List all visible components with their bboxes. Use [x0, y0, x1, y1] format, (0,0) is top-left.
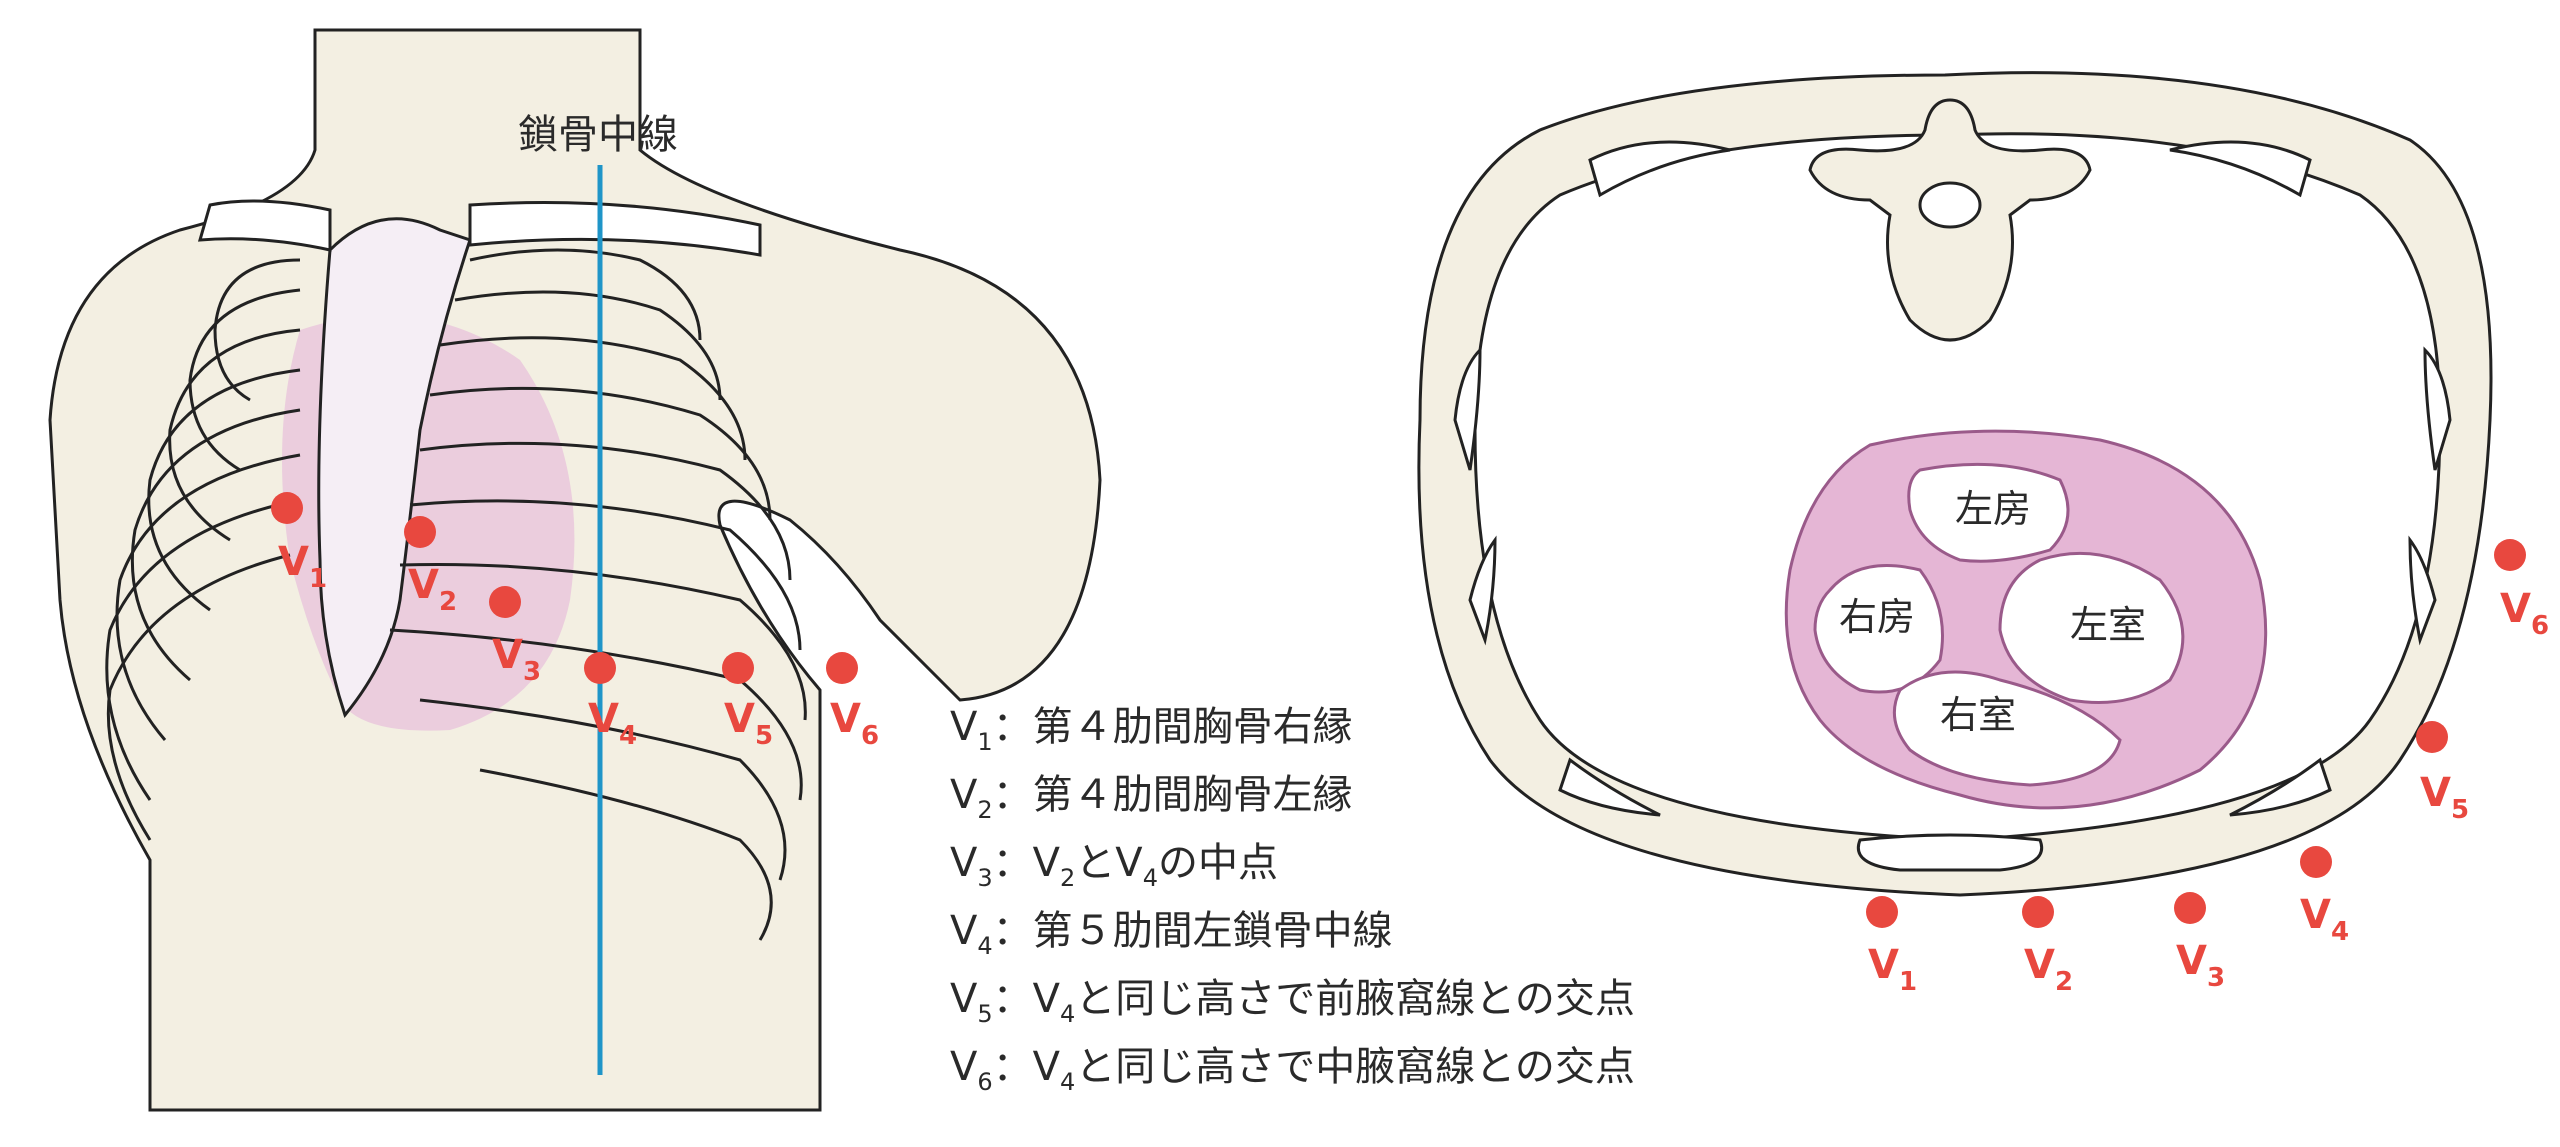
section-dot-v1 — [1866, 896, 1898, 928]
midclavicular-label: 鎖骨中線 — [518, 112, 678, 158]
desc-v3: V3：V2とV4の中点 — [950, 840, 1278, 892]
desc-v2: V2：第４肋間胸骨左縁 — [950, 772, 1353, 824]
lead-dot-v5 — [722, 652, 754, 684]
section-label-v6: V6 — [2500, 586, 2549, 641]
section-dot-v3 — [2174, 892, 2206, 924]
lead-dot-v4 — [584, 652, 616, 684]
section-label-v4: V4 — [2300, 892, 2349, 947]
desc-v1: V1：第４肋間胸骨右縁 — [950, 704, 1353, 756]
lead-dot-v2 — [404, 516, 436, 548]
section-dot-v2 — [2022, 896, 2054, 928]
left-ventricle — [1998, 551, 2185, 704]
lead-dot-v1 — [271, 492, 303, 524]
chest-label-v5: V5 — [724, 696, 773, 751]
chest-label-v1: V1 — [278, 539, 327, 594]
label-left-atrium: 左房 — [1955, 487, 2031, 531]
torso-skin — [48, 28, 1102, 1112]
desc-v4: V4：第５肋間左鎖骨中線 — [950, 908, 1393, 960]
rib-segments — [1453, 140, 2452, 872]
section-label-v1: V1 — [1868, 942, 1917, 997]
label-left-ventricle: 左室 — [2070, 603, 2146, 647]
clavicle-left — [468, 201, 762, 257]
desc-v5: V5：V4と同じ高さで前腋窩線との交点 — [950, 976, 1635, 1028]
section-label-v2: V2 — [2024, 942, 2073, 997]
cross-section-figure: 左房 右房 左室 右室 V1 V2 V3 V4 V5 V6 — [1417, 71, 2549, 997]
chest-label-v6: V6 — [830, 696, 879, 751]
lead-descriptions: V1：第４肋間胸骨右縁 V2：第４肋間胸骨左縁 V3：V2とV4の中点 V4：第… — [950, 704, 1635, 1096]
label-right-atrium: 右房 — [1839, 595, 1915, 639]
spinal-canal — [1918, 181, 1982, 229]
chest-label-v2: V2 — [408, 562, 457, 617]
section-dot-v5 — [2416, 721, 2448, 753]
section-dot-v4 — [2300, 846, 2332, 878]
front-chest-figure: 鎖骨中線 V1 V2 V3 V4 V5 V6 — [48, 28, 1102, 1112]
lead-dot-v6 — [826, 652, 858, 684]
left-ribs — [389, 248, 807, 941]
lead-dot-v3 — [489, 586, 521, 618]
clavicle-right — [197, 199, 332, 252]
section-label-v5: V5 — [2420, 770, 2469, 825]
right-ventricle — [1892, 670, 2122, 787]
section-label-v3: V3 — [2176, 938, 2225, 993]
section-dot-v6 — [2494, 539, 2526, 571]
label-right-ventricle: 右室 — [1940, 693, 2016, 737]
chest-label-v3: V3 — [492, 632, 541, 687]
chest-label-v4: V4 — [588, 696, 637, 751]
right-ribs — [105, 258, 301, 841]
left-atrium — [1907, 462, 2070, 563]
desc-v6: V6：V4と同じ高さで中腋窩線との交点 — [950, 1044, 1635, 1096]
